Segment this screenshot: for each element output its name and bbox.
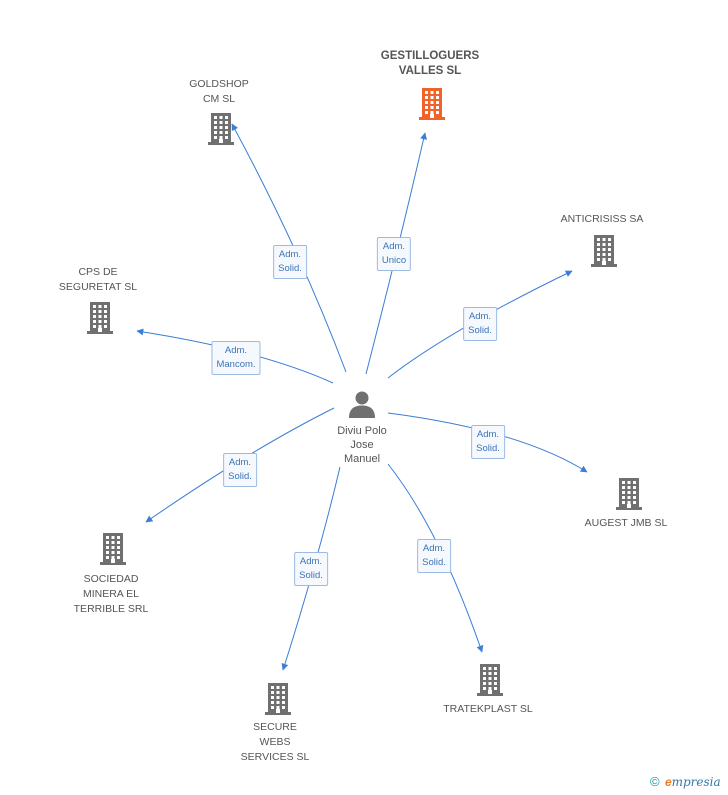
role-badge-tratekplast: Adm. Solid. — [417, 539, 451, 573]
building-icon-secure[interactable] — [263, 681, 293, 715]
role-badge-secure: Adm. Solid. — [294, 552, 328, 586]
company-label-anticrisiss[interactable]: ANTICRISISS SA — [560, 213, 644, 225]
role-badge-cps: Adm. Mancom. — [211, 341, 261, 375]
building-icon-augest[interactable] — [614, 476, 644, 510]
brand-initial: e — [664, 775, 672, 789]
company-label-gestilloguers[interactable]: GESTILLOGUERS VALLES SL — [380, 50, 480, 77]
footer-brand: © empresia — [650, 774, 721, 789]
brand-name: mpresia — [671, 775, 721, 789]
building-icon-cps[interactable] — [85, 300, 115, 334]
copyright-symbol: © — [650, 774, 660, 789]
company-label-tratekplast[interactable]: TRATEKPLAST SL — [443, 703, 533, 715]
role-badge-anticrisiss: Adm. Solid. — [463, 307, 497, 341]
company-label-cps[interactable]: CPS DE SEGURETAT SL — [58, 266, 138, 293]
person-icon[interactable] — [348, 390, 376, 418]
role-badge-sociedad: Adm. Solid. — [223, 453, 257, 487]
building-icon-sociedad[interactable] — [98, 531, 128, 565]
building-icon-anticrisiss[interactable] — [589, 233, 619, 267]
company-label-goldshop[interactable]: GOLDSHOP CM SL — [189, 78, 249, 105]
building-icon-gestilloguers[interactable] — [417, 86, 447, 120]
role-badge-augest: Adm. Solid. — [471, 425, 505, 459]
role-badge-gestilloguers: Adm. Unico — [376, 237, 412, 271]
company-label-augest[interactable]: AUGEST JMB SL — [584, 517, 668, 529]
company-label-secure[interactable]: SECURE WEBS SERVICES SL — [240, 721, 310, 763]
person-name[interactable]: Diviu Polo Jose Manuel — [337, 425, 387, 465]
role-badge-goldshop: Adm. Solid. — [273, 245, 307, 279]
building-icon-goldshop[interactable] — [206, 111, 236, 145]
building-icon-tratekplast[interactable] — [475, 662, 505, 696]
company-label-sociedad[interactable]: SOCIEDAD MINERA EL TERRIBLE SRL — [73, 573, 149, 615]
